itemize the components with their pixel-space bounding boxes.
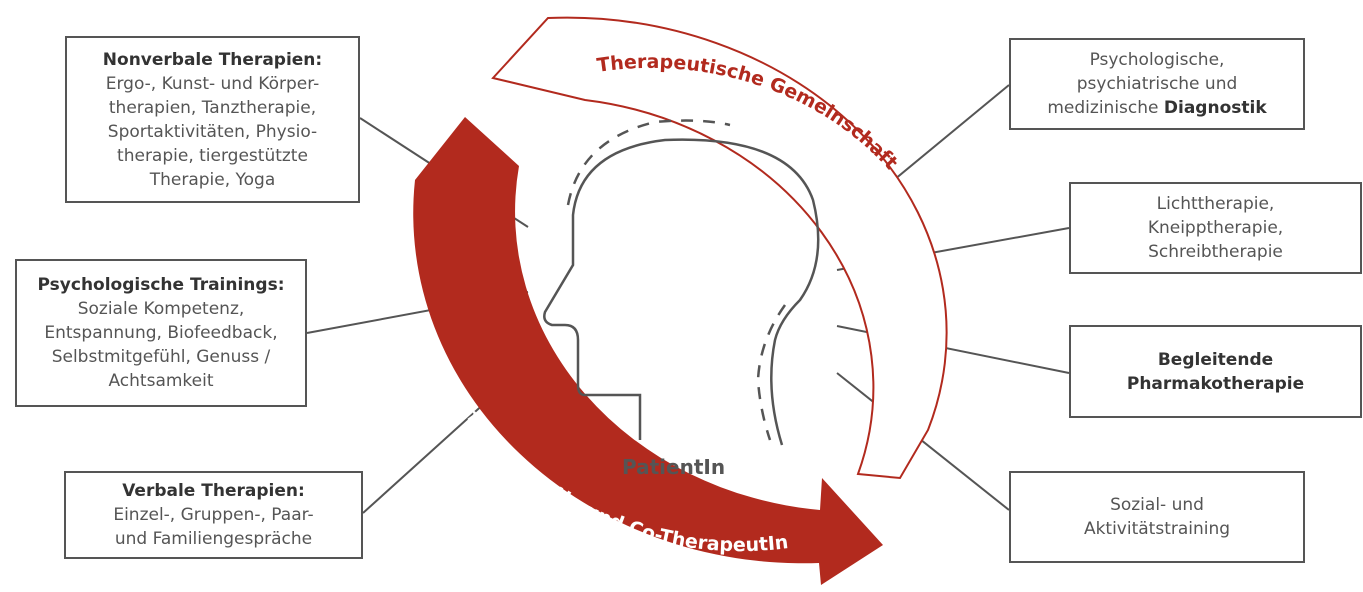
box-line: Therapie, Yoga (149, 169, 276, 190)
box-line: Sozial- und (1110, 495, 1204, 515)
box-line: Soziale Kompetenz, (77, 299, 245, 319)
box-line: therapien, Tanztherapie, (108, 97, 317, 118)
box-line: therapie, tiergestützte (117, 145, 308, 166)
box-line: Lichttherapie, (1156, 194, 1275, 214)
box-line: Schreibtherapie (1148, 242, 1283, 262)
box-line: Sportaktivitäten, Physio- (107, 121, 318, 142)
box-nonverbale-therapien: Nonverbale Therapien: Ergo-, Kunst- und … (65, 36, 360, 203)
head-profile (543, 138, 820, 446)
box-line: Ergo-, Kunst- und Körper- (105, 73, 320, 94)
box-line: Selbstmitgefühl, Genuss / (51, 347, 271, 367)
box-line-bold: Diagnostik (1163, 98, 1267, 118)
box-lichttherapie: Lichttherapie, Kneipptherapie, Schreibth… (1069, 182, 1362, 274)
box-line: Entspannung, Biofeedback, (44, 323, 278, 343)
box-diagnostik: Psychologische, psychiatrische und mediz… (1009, 38, 1305, 130)
box-line: medizinische Diagnostik (1047, 96, 1266, 120)
box-line: Psychologische, (1089, 50, 1225, 70)
box-line: und Familiengespräche (114, 529, 313, 549)
box-line: Begleitende (1157, 349, 1274, 370)
connector-sozial (836, 372, 1010, 511)
box-line: Achtsamkeit (108, 371, 214, 391)
box-sozialtraining: Sozial- und Aktivitätstraining (1009, 471, 1305, 563)
box-pharmakotherapie: Begleitende Pharmakotherapie (1069, 325, 1362, 418)
inner-arc-band (413, 117, 883, 585)
box-line-plain: medizinische (1047, 98, 1164, 118)
head-dashed-top (566, 119, 731, 206)
box-psychologische-trainings: Psychologische Trainings: Soziale Kompet… (15, 259, 307, 407)
box-title: Nonverbale Therapien: (102, 49, 323, 70)
box-line: psychiatrische und (1076, 74, 1238, 94)
box-line: Aktivitätstraining (1083, 519, 1231, 539)
box-line: Einzel-, Gruppen-, Paar- (113, 505, 314, 525)
box-verbale-therapien: Verbale Therapien: Einzel-, Gruppen-, Pa… (64, 471, 363, 559)
box-title: Verbale Therapien: (122, 481, 305, 501)
box-title: Psychologische Trainings: (37, 275, 285, 295)
box-line: Kneipptherapie, (1147, 218, 1284, 238)
box-line: Pharmakotherapie (1126, 373, 1305, 394)
outer-arc-band (491, 16, 948, 480)
head-dashed-neck (756, 304, 787, 441)
patient-label: PatientIn (622, 455, 726, 479)
